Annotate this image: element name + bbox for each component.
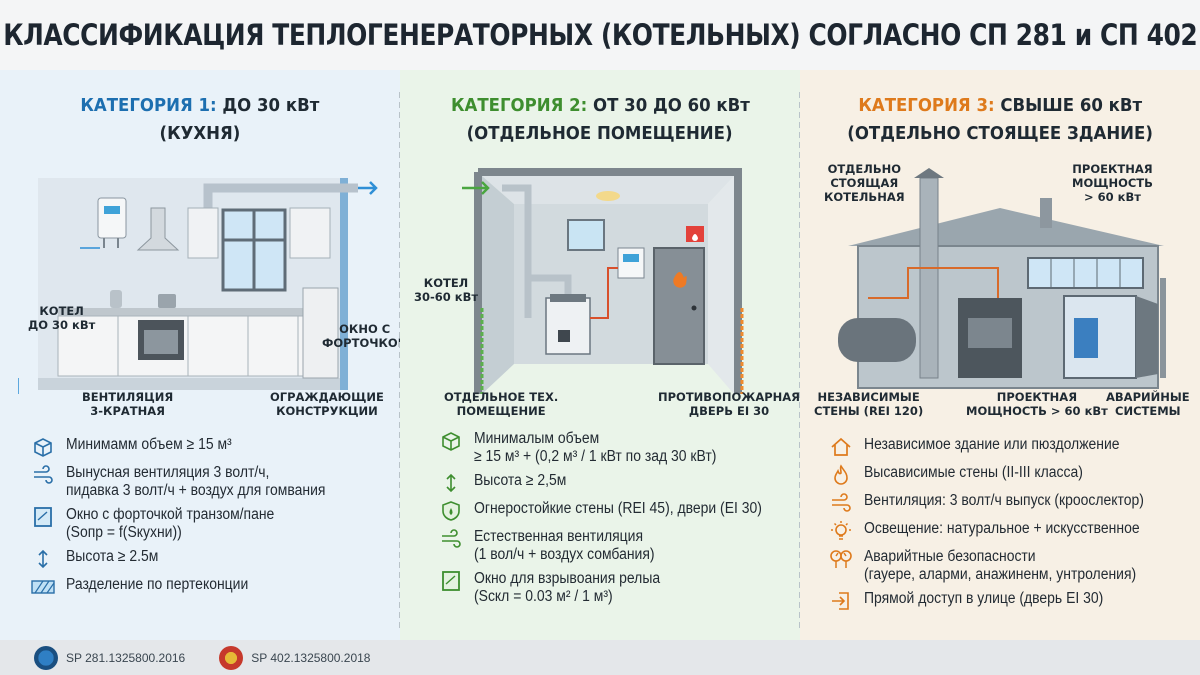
- category-1-features: Минимамм объем ≥ 15 м³ Вынусная вентиляц…: [30, 436, 390, 604]
- category-1-subtitle: (КУХНЯ): [159, 123, 241, 144]
- category-3-header: КАТЕГОРИЯ 3: СВЫШЕ 60 кВт (ОТДЕЛЬНО СТОЯ…: [800, 92, 1200, 148]
- cube-icon: [438, 430, 464, 452]
- emblem-icon: [219, 645, 244, 670]
- feature-item: Окно для взрывоания релыа(Sскл = 0.03 м²…: [438, 570, 798, 606]
- category-2-power: ОТ 30 ДО 60 кВт: [592, 95, 750, 116]
- category-3-power: СВЫШЕ 60 кВт: [1000, 95, 1142, 116]
- boiler-house-illustration: [838, 168, 1166, 389]
- footer: SP 281.1325800.2016 SP 402.1325800.2018: [0, 640, 1200, 675]
- kitchen-illustration: [18, 178, 378, 394]
- feature-item: Естественная вентиляция(1 вол/ч + воздух…: [438, 528, 798, 564]
- wind-icon: [438, 528, 464, 550]
- feature-item: Прямой доступ в улице (дверь EI 30): [828, 590, 1188, 612]
- wind-icon: [828, 492, 854, 514]
- category-2-label: КАТЕГОРИЯ 2:: [450, 95, 587, 116]
- boiler-room-illustration: [462, 168, 744, 394]
- category-1-power: ДО 30 кВт: [222, 95, 320, 116]
- bulb-icon: [828, 520, 854, 542]
- house-icon: [828, 436, 854, 458]
- window-icon: [30, 506, 56, 528]
- category-1-label: КАТЕГОРИЯ 1:: [80, 95, 217, 116]
- feature-item: Высота ≥ 2,5м: [438, 472, 798, 494]
- category-2-subtitle: (ОТДЕЛЬНОЕ ПОМЕЩЕНИЕ): [467, 123, 733, 144]
- category-1-header: КАТЕГОРИЯ 1: ДО 30 кВт (КУХНЯ): [0, 92, 400, 148]
- category-2-features: Минималым объем≥ 15 м³ + (0,2 м³ / 1 кВт…: [438, 430, 798, 612]
- category-3-features: Независимое здание или пюздолжение Высав…: [828, 436, 1188, 618]
- exit-icon: [828, 590, 854, 612]
- feature-item: Минималым объем≥ 15 м³ + (0,2 м³ / 1 кВт…: [438, 430, 798, 466]
- category-3-subtitle: (ОТДЕЛЬНО СТОЯЩЕЕ ЗДАНИЕ): [847, 123, 1153, 144]
- page-title: КЛАССИФИКАЦИЯ ТЕПЛОГЕНЕРАТОРНЫХ (КОТЕЛЬН…: [2, 18, 1198, 52]
- category-2-panel: КАТЕГОРИЯ 2: ОТ 30 ДО 60 кВт (ОТДЕЛЬНОЕ …: [400, 70, 800, 640]
- feature-item: Минимамм объем ≥ 15 м³: [30, 436, 390, 458]
- feature-item: Аварийтные безопасности(гауере, аларми, …: [828, 548, 1188, 584]
- flame-icon: [828, 464, 854, 486]
- cube-icon: [30, 436, 56, 458]
- height-icon: [438, 472, 464, 494]
- hatch-icon: [30, 576, 56, 598]
- standard-logo-icon: [34, 645, 58, 670]
- category-2-header: КАТЕГОРИЯ 2: ОТ 30 ДО 60 кВт (ОТДЕЛЬНОЕ …: [400, 92, 800, 148]
- callout-room-cat2: ОТДЕЛЬНОЕ ТЕХ.ПОМЕЩЕНИЕ: [444, 390, 559, 418]
- feature-item: Огнеростойкие стены (REI 45), двери (EI …: [438, 500, 798, 522]
- gauge-icon: [828, 548, 854, 570]
- height-icon: [30, 548, 56, 570]
- feature-item: Независимое здание или пюздолжение: [828, 436, 1188, 458]
- category-3-panel: КАТЕГОРИЯ 3: СВЫШЕ 60 кВт (ОТДЕЛЬНО СТОЯ…: [800, 70, 1200, 640]
- footer-standard-402: SP 402.1325800.2018: [251, 650, 371, 665]
- feature-item: Окно с форточкой транзом/пане(Sопр = f(S…: [30, 506, 390, 542]
- title-bar: КЛАССИФИКАЦИЯ ТЕПЛОГЕНЕРАТОРНЫХ (КОТЕЛЬН…: [0, 0, 1200, 70]
- feature-item: Высота ≥ 2.5м: [30, 548, 390, 570]
- category-1-panel: КАТЕГОРИЯ 1: ДО 30 кВт (КУХНЯ): [0, 70, 407, 640]
- feature-item: Высависимые стены (II-III класса): [828, 464, 1188, 486]
- category-3-label: КАТЕГОРИЯ 3:: [858, 95, 995, 116]
- feature-item: Вынусная вентиляция 3 волт/ч,пидавка 3 в…: [30, 464, 390, 500]
- feature-item: Вентиляция: 3 волт/ч выпуск (кроослектор…: [828, 492, 1188, 514]
- footer-standard-281: SP 281.1325800.2016: [66, 650, 186, 665]
- shield-icon: [438, 500, 464, 522]
- feature-item: Освещение: натуральное + искусственное: [828, 520, 1188, 542]
- wind-icon: [30, 464, 56, 486]
- feature-item: Разделение по пертеконции: [30, 576, 390, 598]
- window-icon: [438, 570, 464, 592]
